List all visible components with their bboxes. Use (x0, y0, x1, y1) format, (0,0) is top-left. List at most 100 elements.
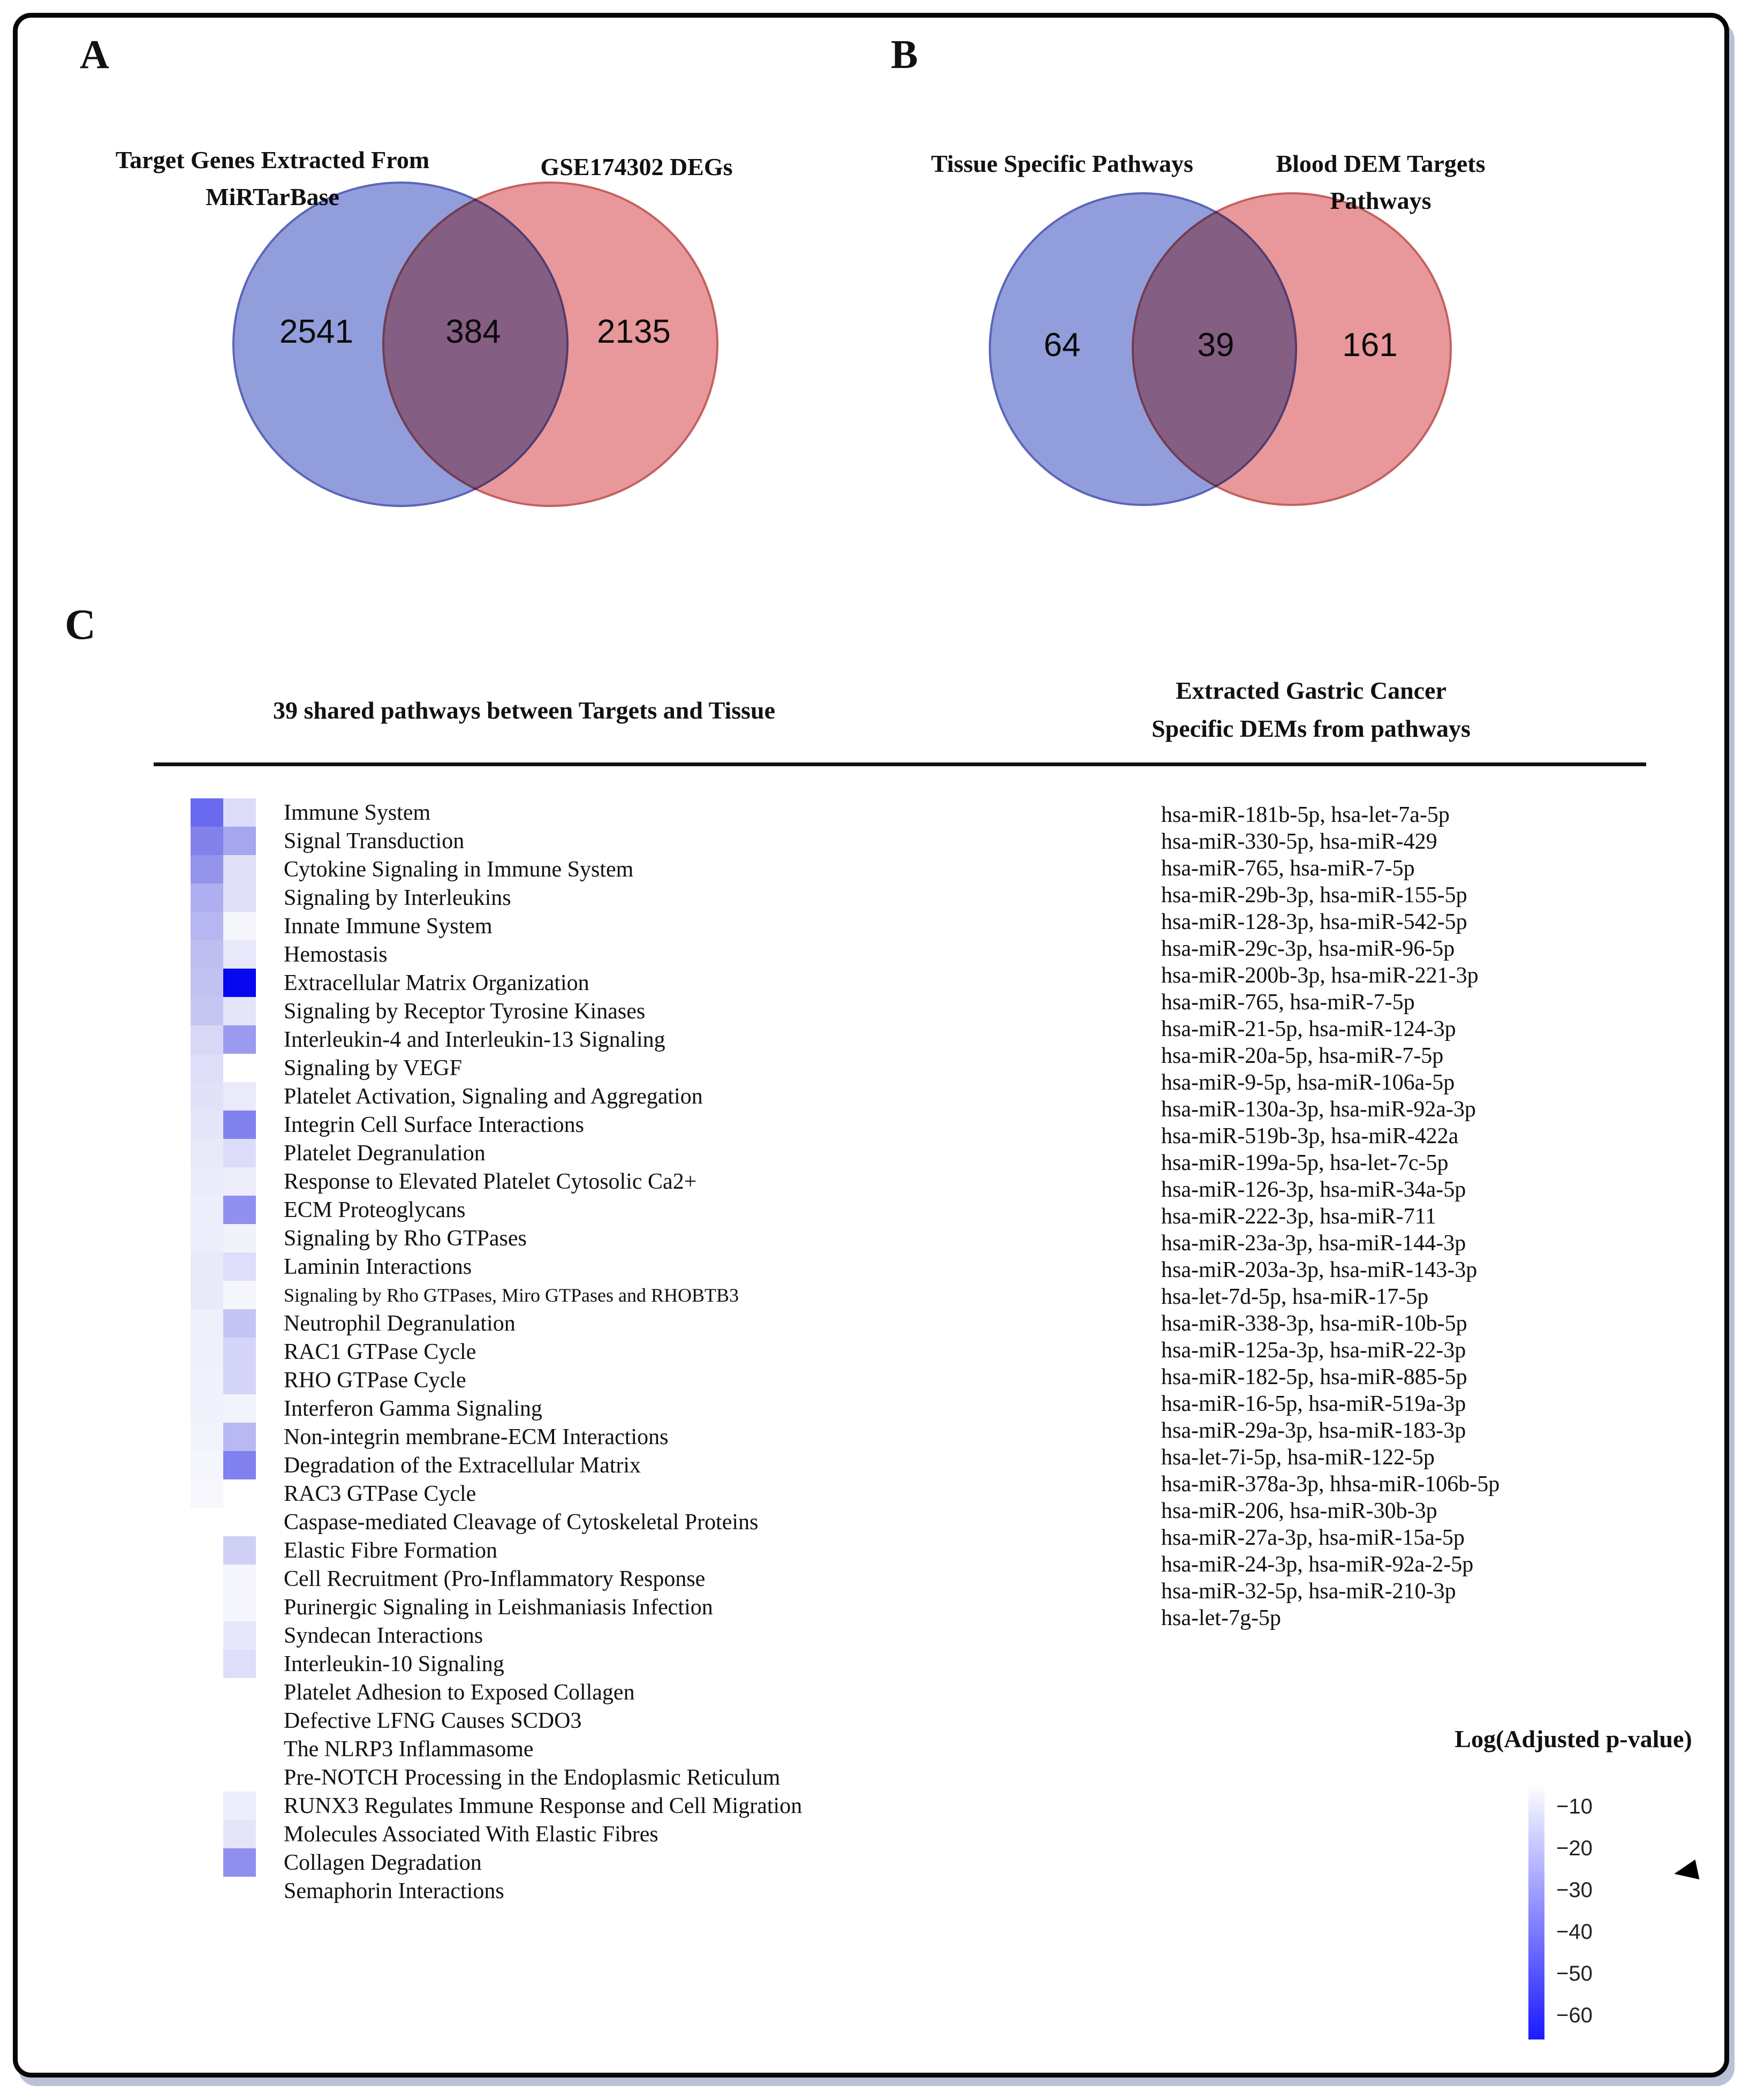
venn-a-left-title: Target Genes Extracted From MiRTarBase (85, 141, 460, 215)
pathway-label: The NLRP3 Inflammasome (284, 1736, 534, 1762)
pathway-row: Signaling by VEGF (191, 1054, 1133, 1082)
mirna-label: hsa-miR-126-3p, hsa-miR-34a-5p (1161, 1177, 1466, 1202)
mirna-row: hsa-miR-330-5p, hsa-miR-429 (1161, 828, 1696, 855)
pathway-label: RAC1 GTPase Cycle (284, 1339, 476, 1364)
venn-b-overlap-count: 39 (1197, 327, 1234, 364)
pathway-row: Signaling by Receptor Tyrosine Kinases (191, 997, 1133, 1025)
heatmap-cell-col1 (191, 1167, 223, 1196)
heatmap-cell-col2 (223, 1366, 256, 1394)
heatmap-cell-col1 (191, 1763, 223, 1792)
heatmap-cell-col1 (191, 1593, 223, 1621)
heatmap-cell-col1 (191, 1650, 223, 1678)
pathway-label: Semaphorin Interactions (284, 1878, 504, 1903)
heatmap-cell-col2 (223, 1650, 256, 1678)
pathway-row: Semaphorin Interactions (191, 1877, 1133, 1905)
pathway-label: Signaling by VEGF (284, 1055, 462, 1081)
pathway-row: Cytokine Signaling in Immune System (191, 855, 1133, 883)
pathway-label: Interleukin-4 and Interleukin-13 Signali… (284, 1027, 665, 1052)
heatmap-cell-col1 (191, 1678, 223, 1706)
pathway-row: Syndecan Interactions (191, 1621, 1133, 1650)
heatmap-cell-col1 (191, 1111, 223, 1139)
heatmap-cell-col1 (191, 1735, 223, 1763)
pathway-row: Laminin Interactions (191, 1252, 1133, 1281)
heatmap-cell-col2 (223, 1820, 256, 1848)
pathway-label: Immune System (284, 800, 431, 825)
mirna-label: hsa-let-7g-5p (1161, 1606, 1281, 1630)
pathway-row: Neutrophil Degranulation (191, 1309, 1133, 1338)
heatmap-cell-col1 (191, 940, 223, 969)
heatmap-cell-col1 (191, 1508, 223, 1536)
pathway-label: Platelet Degranulation (284, 1140, 486, 1166)
heatmap-cell-col1 (191, 1196, 223, 1224)
heatmap-cell-col1 (191, 1338, 223, 1366)
pathway-label: ECM Proteoglycans (284, 1197, 466, 1222)
pathway-label: Integrin Cell Surface Interactions (284, 1112, 584, 1137)
heatmap-cell-col2 (223, 798, 256, 827)
pathway-label: Laminin Interactions (284, 1254, 472, 1279)
pathway-row: Purinergic Signaling in Leishmaniasis In… (191, 1593, 1133, 1621)
mirna-row: hsa-miR-181b-5p, hsa-let-7a-5p (1161, 802, 1696, 828)
pathway-row: Degradation of the Extracellular Matrix (191, 1451, 1133, 1479)
pathway-row: The NLRP3 Inflammasome (191, 1735, 1133, 1763)
mirna-row: hsa-miR-23a-3p, hsa-miR-144-3p (1161, 1230, 1696, 1257)
heatmap-cell-col1 (191, 1025, 223, 1054)
heatmap-cell-col2 (223, 1792, 256, 1820)
heatmap-cell-col2 (223, 1167, 256, 1196)
legend-tick-label: −40 (1556, 1920, 1593, 1944)
pathway-row: Defective LFNG Causes SCDO3 (191, 1706, 1133, 1735)
legend-tick-label: −20 (1556, 1837, 1593, 1860)
pathway-row: Interferon Gamma Signaling (191, 1394, 1133, 1423)
heatmap-cell-col1 (191, 997, 223, 1025)
mirna-row: hsa-miR-378a-3p, hhsa-miR-106b-5p (1161, 1471, 1696, 1498)
pathway-label: Signaling by Rho GTPases (284, 1226, 527, 1251)
dems-column-header: Extracted Gastric Cancer Specific DEMs f… (1145, 671, 1477, 748)
legend-tick-labels: −10−20−30−40−50−60 (1556, 1784, 1620, 2039)
pathway-label: Non-integrin membrane-ECM Interactions (284, 1424, 669, 1449)
header-divider (154, 762, 1646, 766)
venn-a-left-title-line1: Target Genes Extracted From (115, 146, 430, 173)
heatmap-cell-col2 (223, 940, 256, 969)
heatmap-cell-col2 (223, 827, 256, 855)
mirna-label: hsa-miR-128-3p, hsa-miR-542-5p (1161, 910, 1467, 934)
heatmap-cell-col2 (223, 1848, 256, 1877)
pathway-row: Signaling by Rho GTPases, Miro GTPases a… (191, 1281, 1133, 1309)
pathway-row: RAC3 GTPase Cycle (191, 1479, 1133, 1508)
pathway-label: Platelet Activation, Signaling and Aggre… (284, 1084, 703, 1109)
mirna-label: hsa-let-7i-5p, hsa-miR-122-5p (1161, 1445, 1435, 1470)
heatmap-cell-col1 (191, 1224, 223, 1252)
pathway-label: Degradation of the Extracellular Matrix (284, 1453, 641, 1478)
heatmap-cell-col2 (223, 912, 256, 940)
mirna-label: hsa-miR-21-5p, hsa-miR-124-3p (1161, 1017, 1456, 1041)
pathway-row: Response to Elevated Platelet Cytosolic … (191, 1167, 1133, 1196)
pathway-row: RUNX3 Regulates Immune Response and Cell… (191, 1792, 1133, 1820)
mirna-row: hsa-miR-27a-3p, hsa-miR-15a-5p (1161, 1524, 1696, 1551)
venn-a-left-count: 2541 (279, 313, 353, 350)
heatmap-cell-col2 (223, 1621, 256, 1650)
pathway-row: Collagen Degradation (191, 1848, 1133, 1877)
pathway-row: Cell Recruitment (Pro-Inflammatory Respo… (191, 1565, 1133, 1593)
dems-column-header-line2: Specific DEMs from pathways (1152, 715, 1471, 743)
heatmap-cell-col1 (191, 1366, 223, 1394)
heatmap-cell-col2 (223, 1309, 256, 1338)
heatmap-cell-col2 (223, 1082, 256, 1111)
mirna-row: hsa-miR-203a-3p, hsa-miR-143-3p (1161, 1257, 1696, 1283)
pathway-row: Extracellular Matrix Organization (191, 969, 1133, 997)
heatmap-cell-col1 (191, 1281, 223, 1309)
heatmap-cell-col1 (191, 1565, 223, 1593)
heatmap-cell-col2 (223, 1706, 256, 1735)
heatmap-cell-col1 (191, 883, 223, 912)
pathway-label: Platelet Adhesion to Exposed Collagen (284, 1680, 635, 1705)
mirna-row: hsa-miR-24-3p, hsa-miR-92a-2-5p (1161, 1551, 1696, 1578)
dems-column-header-line1: Extracted Gastric Cancer (1176, 677, 1446, 704)
legend-tick-label: −50 (1556, 1962, 1593, 1985)
heatmap-cell-col2 (223, 1252, 256, 1281)
venn-b-right-count: 161 (1342, 327, 1398, 364)
panel-a-label: A (80, 32, 109, 77)
heatmap-cell-col1 (191, 827, 223, 855)
mirna-label: hsa-miR-182-5p, hsa-miR-885-5p (1161, 1365, 1467, 1389)
mirna-label: hsa-miR-330-5p, hsa-miR-429 (1161, 829, 1437, 854)
pathway-row: Interleukin-10 Signaling (191, 1650, 1133, 1678)
venn-a-right-title: GSE174302 DEGs (540, 153, 733, 180)
